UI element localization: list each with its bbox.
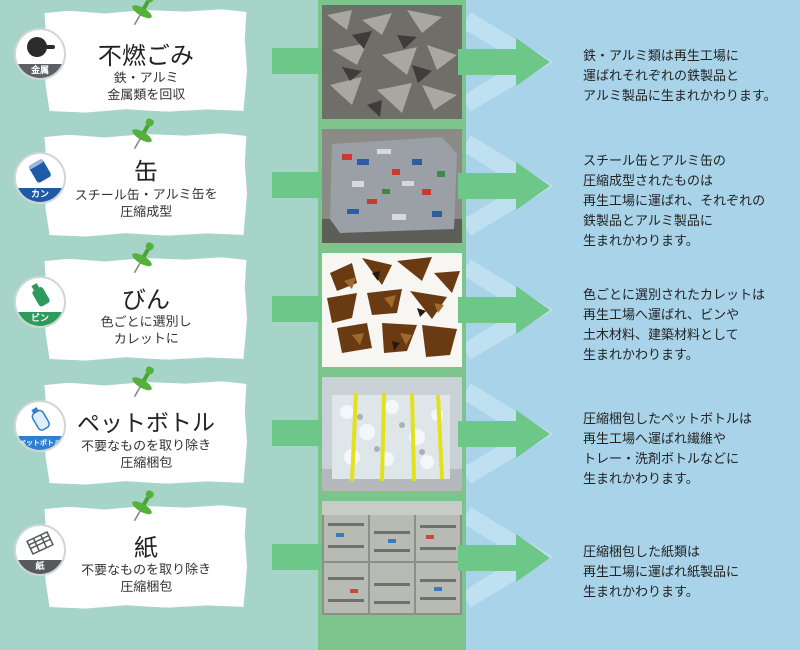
category-badge: ビン bbox=[14, 276, 66, 328]
category-sub-line-1: 鉄・アルミ bbox=[113, 70, 179, 87]
scrap-metal-photo bbox=[322, 5, 462, 119]
category-title: 紙 bbox=[133, 533, 159, 563]
category-badge: ペットボトル bbox=[14, 400, 66, 452]
pushpin-icon bbox=[132, 490, 154, 522]
category-title: 不燃ごみ bbox=[97, 41, 195, 71]
paper-bales-photo bbox=[322, 501, 462, 615]
pushpin-icon bbox=[132, 118, 154, 150]
category-badge: 金属 bbox=[14, 28, 66, 80]
recycle-description: 圧縮梱包したペットボトルは 再生工場へ運ばれ繊維や トレー・洗剤ボトルなどに 生… bbox=[583, 412, 753, 487]
category-sub-line-2: 圧縮成型 bbox=[120, 204, 173, 221]
recycle-row-bottles: びん 色ごとに選別し カレットに ビン 色ごとに選別されたカレットは 再生工場へ… bbox=[0, 242, 800, 372]
category-sub-line-2: 金属類を回収 bbox=[107, 87, 186, 104]
category-badge: 紙 bbox=[14, 524, 66, 576]
category-sub-line-2: 圧縮梱包 bbox=[120, 579, 173, 596]
category-sub-line-1: 不要なものを取り除き bbox=[81, 438, 212, 455]
arrow-right-icon bbox=[458, 410, 550, 458]
arrow-right-icon bbox=[458, 286, 550, 334]
arrow-right-icon bbox=[458, 534, 550, 582]
category-badge: カン bbox=[14, 152, 66, 204]
category-sub-line-1: 色ごとに選別し bbox=[100, 314, 192, 331]
badge-label: カン bbox=[16, 188, 64, 202]
recycle-description: 色ごとに選別されたカレットは 再生工場へ運ばれ、ビンや 土木材料、建築材料として… bbox=[583, 288, 766, 363]
can-icon bbox=[28, 159, 51, 183]
arrow-band bbox=[272, 420, 327, 446]
recycle-row-cans: 缶 スチール缶・アルミ缶を 圧縮成型 カン スチール缶とアルミ缶の 圧縮成型され… bbox=[0, 118, 800, 249]
pushpin-icon bbox=[132, 366, 154, 398]
badge-label: ビン bbox=[16, 312, 64, 326]
recycle-row-paper: 紙 不要なものを取り除き 圧縮梱包 紙 圧縮梱包した紙類は 再生工場に運ばれ紙製… bbox=[0, 490, 800, 620]
badge-label: ペットボトル bbox=[16, 436, 64, 450]
arrow-right-icon bbox=[458, 162, 550, 210]
recycle-description: 圧縮梱包した紙類は 再生工場に運ばれ紙製品に 生まれかわります。 bbox=[583, 545, 740, 600]
category-sub-line-2: 圧縮梱包 bbox=[120, 455, 173, 472]
category-title: 缶 bbox=[133, 157, 159, 187]
category-title: ペットボトル bbox=[76, 410, 216, 438]
category-sub-line-1: スチール缶・アルミ缶を bbox=[74, 187, 218, 204]
recycle-description: 鉄・アルミ類は再生工場に 運ばれそれぞれの鉄製品と アルミ製品に生まれかわります… bbox=[583, 49, 777, 104]
paper-bundle-icon bbox=[26, 531, 54, 555]
badge-label: 金属 bbox=[16, 64, 64, 78]
category-sub-line-1: 不要なものを取り除き bbox=[81, 562, 212, 579]
recycle-row-nonburnable: 不燃ごみ 鉄・アルミ 金属類を回収 金属 鉄・アルミ類は再生工場に 運ばれそれぞ… bbox=[0, 0, 800, 124]
category-sub-line-2: カレットに bbox=[113, 331, 179, 348]
badge-label: 紙 bbox=[16, 560, 64, 574]
pushpin-icon bbox=[132, 242, 154, 274]
arrow-band bbox=[272, 296, 327, 322]
glass-cullet-photo bbox=[322, 253, 462, 367]
recycle-description: スチール缶とアルミ缶の 圧縮成型されたものは 再生工場に運ばれ、それぞれの 鉄製… bbox=[583, 154, 766, 249]
bottle-icon bbox=[31, 283, 50, 307]
arrow-band bbox=[272, 48, 327, 74]
recycle-row-pet: ペットボトル 不要なものを取り除き 圧縮梱包 ペットボトル 圧縮梱包したペットボ… bbox=[0, 366, 800, 496]
arrow-right-icon bbox=[458, 38, 550, 86]
pet-bottle-icon bbox=[31, 407, 50, 431]
frying-pan-icon bbox=[27, 37, 55, 57]
category-title: びん bbox=[121, 285, 171, 315]
pet-bale-photo bbox=[322, 377, 462, 491]
arrow-band bbox=[272, 544, 327, 570]
arrow-band bbox=[272, 172, 327, 198]
compressed-cans-photo bbox=[322, 129, 462, 243]
pushpin-icon bbox=[132, 0, 154, 26]
